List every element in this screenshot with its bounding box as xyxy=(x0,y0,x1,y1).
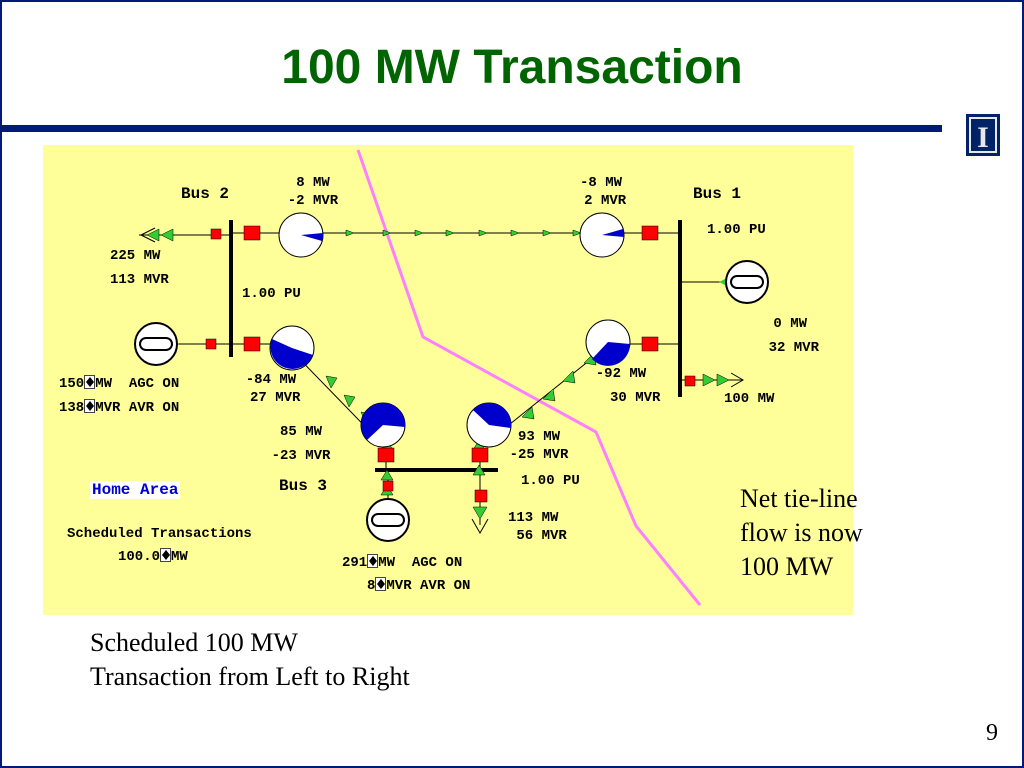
scheduled-transactions-value: 100.0 MW xyxy=(118,548,188,566)
flow-bus1-bus2-mvr: 2 MVR xyxy=(575,193,627,209)
bus3-gen-mw-spinner[interactable] xyxy=(367,554,379,568)
top-line-flow-arrows xyxy=(345,229,582,237)
flow-pie-bus3-bus1 xyxy=(466,402,512,448)
breaker-bus1-line3 xyxy=(641,336,659,352)
bus3-gen-mw-unit: MW AGC ON xyxy=(378,555,463,571)
flow-bus2-bus3-mw: -84 MW xyxy=(245,372,297,388)
bus3-gen-mw-value: 291 xyxy=(342,555,368,571)
bus2-load-mw: 225 MW xyxy=(110,248,161,264)
breaker-bus3-line1 xyxy=(471,447,489,463)
flow-pie-bus1-bus3 xyxy=(585,319,631,366)
flow-bus3-bus2-mvr: -23 MVR xyxy=(271,448,331,464)
breaker-bus2-load xyxy=(210,228,222,240)
flow-bus3-bus1-mw: 93 MW xyxy=(517,429,560,445)
breaker-bus2-line3 xyxy=(243,336,261,352)
page-number: 9 xyxy=(986,720,998,746)
one-line-diagram: Bus 2 Bus 1 Bus 3 1.00 PU 1.00 PU 1.00 P… xyxy=(43,145,853,615)
generator-bus2-icon xyxy=(134,322,178,366)
breaker-bus1-line1 xyxy=(641,225,659,241)
breaker-bus3-load xyxy=(474,489,488,503)
scheduled-spinner[interactable] xyxy=(160,548,172,562)
tie-line-note: Net tie-line flow is now 100 MW xyxy=(740,482,863,584)
bus3-gen-mw: 291 MW AGC ON xyxy=(342,554,462,572)
logo-letter: I xyxy=(977,121,989,154)
breaker-bus2-line1 xyxy=(243,225,261,241)
flow-bus1-bus3-mw: -92 MW xyxy=(595,366,647,382)
bus2-gen-mvr: 138 MVR AVR ON xyxy=(59,399,179,417)
flow-bus2-bus3-mvr: 27 MVR xyxy=(241,390,301,406)
generator-bus1-icon xyxy=(725,260,769,304)
flow-pie-bus2-bus3 xyxy=(269,325,315,371)
bus1-load-mw: 100 MW xyxy=(724,391,775,407)
slide-title: 100 MW Transaction xyxy=(281,41,743,94)
university-logo-icon: I xyxy=(966,114,1000,156)
bus2-load-mvr: 113 MVR xyxy=(110,272,169,288)
bus3-gen-mvr-spinner[interactable] xyxy=(375,577,387,591)
bus3-gen-mvr: 8 MVR AVR ON xyxy=(367,577,470,595)
bus2-gen-mw: 150 MW AGC ON xyxy=(59,375,179,393)
flow-bus2-bus1-mvr: -2 MVR xyxy=(287,193,339,209)
flow-pie-bus3-bus2 xyxy=(360,402,406,448)
bus3-load-mw: 113 MW xyxy=(508,510,559,526)
bus2-load-arrow xyxy=(140,227,174,243)
bus2-gen-mw-spinner[interactable] xyxy=(84,375,96,389)
scheduled-note-line2: Transaction from Left to Right xyxy=(90,662,410,691)
bus3-gen-mvr-value: 8 xyxy=(367,578,376,594)
bus1-gen-arrow xyxy=(719,278,727,286)
bus2-gen-mvr-value: 138 xyxy=(59,400,85,416)
breaker-bus2-gen xyxy=(205,338,217,350)
bus2-gen-mvr-unit: MVR AVR ON xyxy=(95,400,180,416)
scheduled-transactions-label: Scheduled Transactions xyxy=(67,526,252,542)
diagram-canvas xyxy=(134,149,769,606)
bus1-label: Bus 1 xyxy=(693,185,742,203)
tie-line-note-line3: 100 MW xyxy=(740,552,834,581)
breaker-bus1-load xyxy=(684,375,696,387)
breaker-bus3-line2 xyxy=(377,447,395,463)
flow-pie-bus2-bus1 xyxy=(278,212,324,258)
title-rule xyxy=(2,125,942,132)
bus1-gen-mw: 0 MW xyxy=(773,316,807,332)
tie-line-note-line1: Net tie-line xyxy=(740,484,858,513)
bus1-voltage: 1.00 PU xyxy=(707,222,766,238)
flow-bus1-bus2-mw: -8 MW xyxy=(579,175,622,191)
bus1-gen-mvr: 32 MVR xyxy=(768,340,819,356)
bus2-gen-mvr-spinner[interactable] xyxy=(84,399,96,413)
scheduled-unit: MW xyxy=(171,549,188,565)
bus2-voltage: 1.00 PU xyxy=(242,286,301,302)
breaker-bus3-gen xyxy=(382,480,394,492)
bus3-bus1-flow-arrows xyxy=(521,352,597,420)
area-boundary-line xyxy=(356,149,702,606)
scheduled-note: Scheduled 100 MW Transaction from Left t… xyxy=(90,626,410,694)
bus2-gen-mw-value: 150 xyxy=(59,376,85,392)
flow-bus1-bus3-mvr: 30 MVR xyxy=(601,390,661,406)
bus1-load-arrow xyxy=(702,372,744,388)
tie-line-note-line2: flow is now xyxy=(740,518,863,547)
generator-bus3-icon xyxy=(366,498,410,542)
breakers xyxy=(205,225,696,503)
bus3-voltage: 1.00 PU xyxy=(521,473,580,489)
bus2-gen-mw-unit: MW AGC ON xyxy=(95,376,180,392)
bus2-label: Bus 2 xyxy=(181,185,230,203)
bus3-load-arrow xyxy=(471,518,489,535)
bus3-gen-mvr-unit: MVR AVR ON xyxy=(386,578,471,594)
scheduled-value: 100.0 xyxy=(118,549,161,565)
flow-bus2-bus1-mw: 8 MW xyxy=(296,175,330,191)
flow-bus3-bus2-mw: 85 MW xyxy=(279,424,322,440)
bus3-load-mvr: 56 MVR xyxy=(508,528,567,544)
flow-bus3-bus1-mvr: -25 MVR xyxy=(509,447,569,463)
scheduled-note-line1: Scheduled 100 MW xyxy=(90,628,298,657)
bus3-label: Bus 3 xyxy=(279,477,328,495)
flow-pie-bus1-bus2 xyxy=(579,212,625,258)
home-area-label: Home Area xyxy=(90,481,181,499)
